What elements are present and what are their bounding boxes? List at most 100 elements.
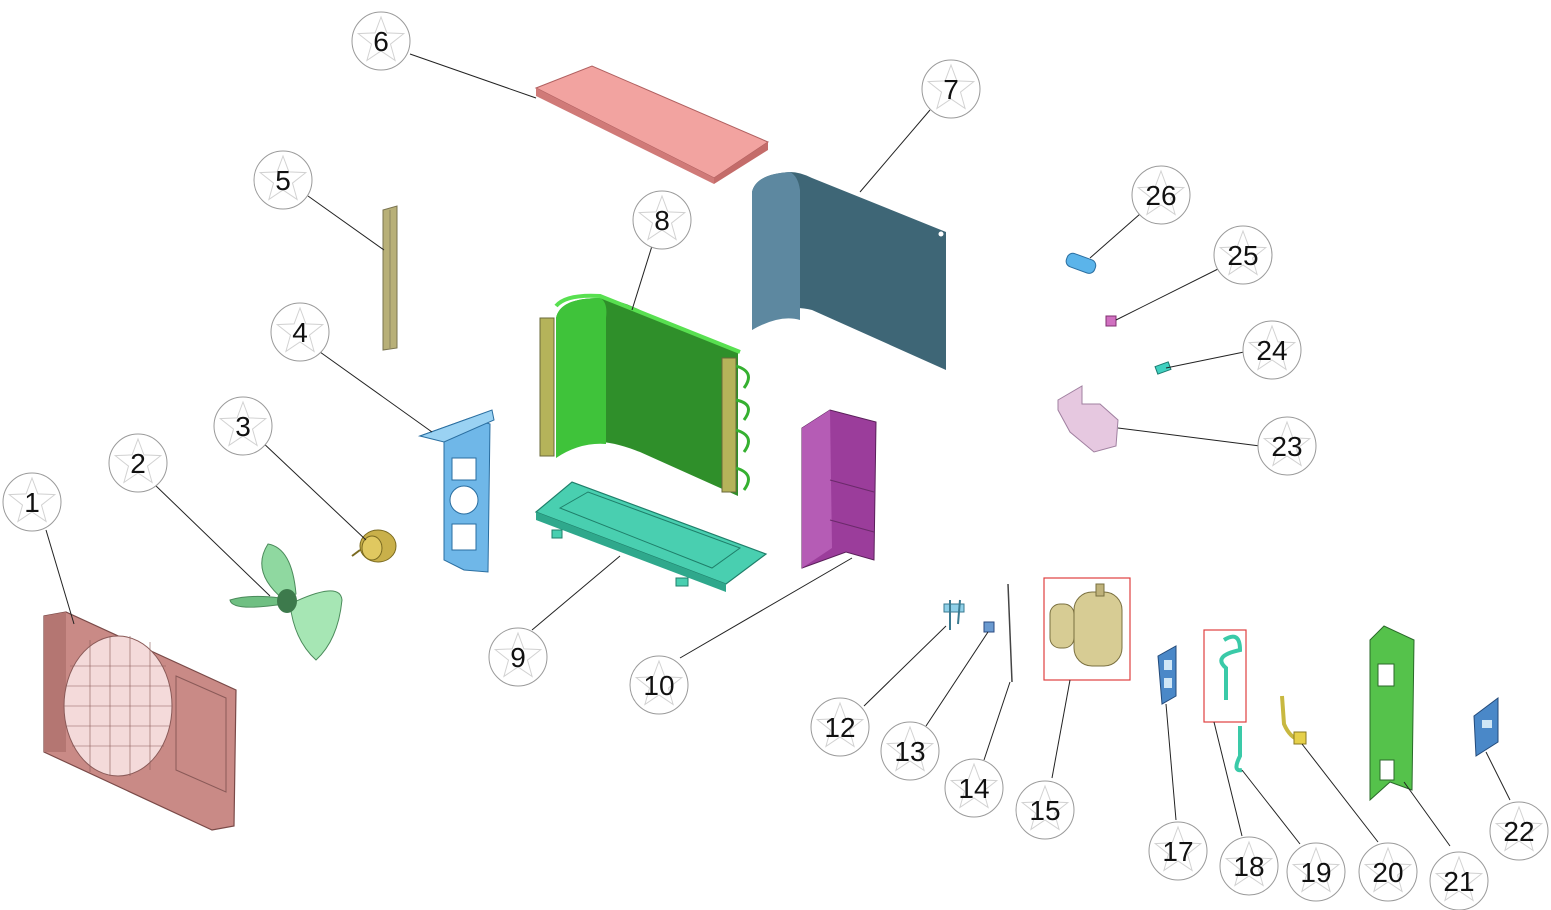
part-base-tray[interactable] xyxy=(534,481,768,592)
callout-number: 9 xyxy=(510,642,526,673)
callout-6: 6 xyxy=(351,11,411,71)
callout-number: 2 xyxy=(130,448,146,479)
callout-2: 2 xyxy=(108,433,168,493)
callout-17: 17 xyxy=(1148,821,1208,881)
star-icon xyxy=(1153,825,1203,872)
star-icon xyxy=(258,154,308,201)
leader-lines xyxy=(45,53,1511,847)
part-support-bar[interactable] xyxy=(382,205,398,351)
part-fan-motor[interactable] xyxy=(351,529,397,563)
callout-15: 15 xyxy=(1015,780,1075,840)
star-icon xyxy=(1494,805,1544,852)
callout-14: 14 xyxy=(944,758,1004,818)
part-right-side-panel[interactable] xyxy=(1369,625,1415,802)
part-partition-plate[interactable] xyxy=(801,409,877,569)
callout-number: 13 xyxy=(894,736,925,767)
callout-circle xyxy=(2,472,62,532)
star-icon xyxy=(926,63,976,110)
part-discharge-pipe[interactable] xyxy=(1203,629,1247,723)
star-icon xyxy=(634,659,684,706)
callout-circle xyxy=(108,433,168,493)
callout-4: 4 xyxy=(270,302,330,362)
callout-number: 18 xyxy=(1233,851,1264,882)
star-icon xyxy=(113,437,163,484)
callout-circle xyxy=(944,758,1004,818)
star-icon xyxy=(1218,229,1268,276)
callout-circle xyxy=(213,396,273,456)
callout-7: 7 xyxy=(921,59,981,119)
part-capacitor[interactable] xyxy=(1064,252,1097,275)
part-fan-blade[interactable] xyxy=(229,543,343,661)
callout-circle xyxy=(1213,225,1273,285)
callout-23: 23 xyxy=(1257,416,1317,476)
part-valve-cover[interactable] xyxy=(1473,697,1499,757)
star-icon xyxy=(1136,169,1186,216)
callout-circle xyxy=(921,59,981,119)
callout-number: 24 xyxy=(1256,335,1287,366)
callout-1: 1 xyxy=(2,472,62,532)
callout-circle xyxy=(1131,165,1191,225)
callout-circle xyxy=(1286,842,1346,902)
star-icon xyxy=(1291,846,1341,893)
callout-8: 8 xyxy=(632,190,692,250)
callout-22: 22 xyxy=(1489,801,1549,861)
callout-circle xyxy=(629,655,689,715)
callout-20: 20 xyxy=(1358,842,1418,902)
part-stop-valve[interactable] xyxy=(1280,695,1307,745)
star-icon xyxy=(1434,855,1484,902)
callout-circle xyxy=(270,302,330,362)
callout-5: 5 xyxy=(253,150,313,210)
star-icon xyxy=(356,15,406,62)
callout-number: 1 xyxy=(24,487,40,518)
star-icon xyxy=(1020,784,1070,831)
callout-circle xyxy=(1358,842,1418,902)
part-valve-bracket[interactable] xyxy=(1157,645,1177,705)
callout-number: 20 xyxy=(1372,857,1403,888)
callout-number: 22 xyxy=(1503,816,1534,847)
callout-24: 24 xyxy=(1242,320,1302,380)
part-condenser-coil[interactable] xyxy=(539,293,750,496)
callout-number: 4 xyxy=(292,317,308,348)
star-icon xyxy=(218,400,268,447)
callout-number: 17 xyxy=(1162,836,1193,867)
callout-circle xyxy=(880,721,940,781)
star-icon xyxy=(1262,420,1312,467)
callout-10: 10 xyxy=(629,655,689,715)
part-compressor[interactable] xyxy=(1043,577,1131,681)
callout-circle xyxy=(1148,821,1208,881)
part-motor-bracket[interactable] xyxy=(418,409,495,573)
part-suction-pipe[interactable] xyxy=(1234,726,1243,773)
callout-circle xyxy=(1015,780,1075,840)
part-terminal-block[interactable] xyxy=(1105,315,1117,327)
callout-number: 8 xyxy=(654,205,670,236)
callout-12: 12 xyxy=(810,697,870,757)
callout-13: 13 xyxy=(880,721,940,781)
callout-number: 5 xyxy=(275,165,291,196)
part-electric-box-bracket[interactable] xyxy=(1057,385,1119,453)
callout-circle xyxy=(1219,836,1279,896)
callout-21: 21 xyxy=(1429,851,1489,910)
part-top-cover[interactable] xyxy=(534,65,770,184)
part-front-panel[interactable] xyxy=(43,611,237,831)
part-capillary-tube[interactable] xyxy=(1007,583,1013,683)
callout-circle xyxy=(1257,416,1317,476)
star-icon xyxy=(7,476,57,523)
callout-number: 19 xyxy=(1300,857,1331,888)
part-four-way-valve[interactable] xyxy=(943,599,965,630)
star-icon xyxy=(1363,846,1413,893)
callout-circle xyxy=(253,150,313,210)
star-icon xyxy=(493,631,543,678)
callout-number: 25 xyxy=(1227,240,1258,271)
star-icon xyxy=(949,762,999,809)
callout-25: 25 xyxy=(1213,225,1273,285)
part-sensor-clip[interactable] xyxy=(1154,361,1172,375)
part-side-cover[interactable] xyxy=(752,172,946,370)
callout-circle xyxy=(351,11,411,71)
callout-circle xyxy=(1429,851,1489,910)
star-icon xyxy=(1224,840,1274,887)
callout-9: 9 xyxy=(488,627,548,687)
part-pressure-switch[interactable] xyxy=(983,621,995,633)
callout-number: 7 xyxy=(943,74,959,105)
